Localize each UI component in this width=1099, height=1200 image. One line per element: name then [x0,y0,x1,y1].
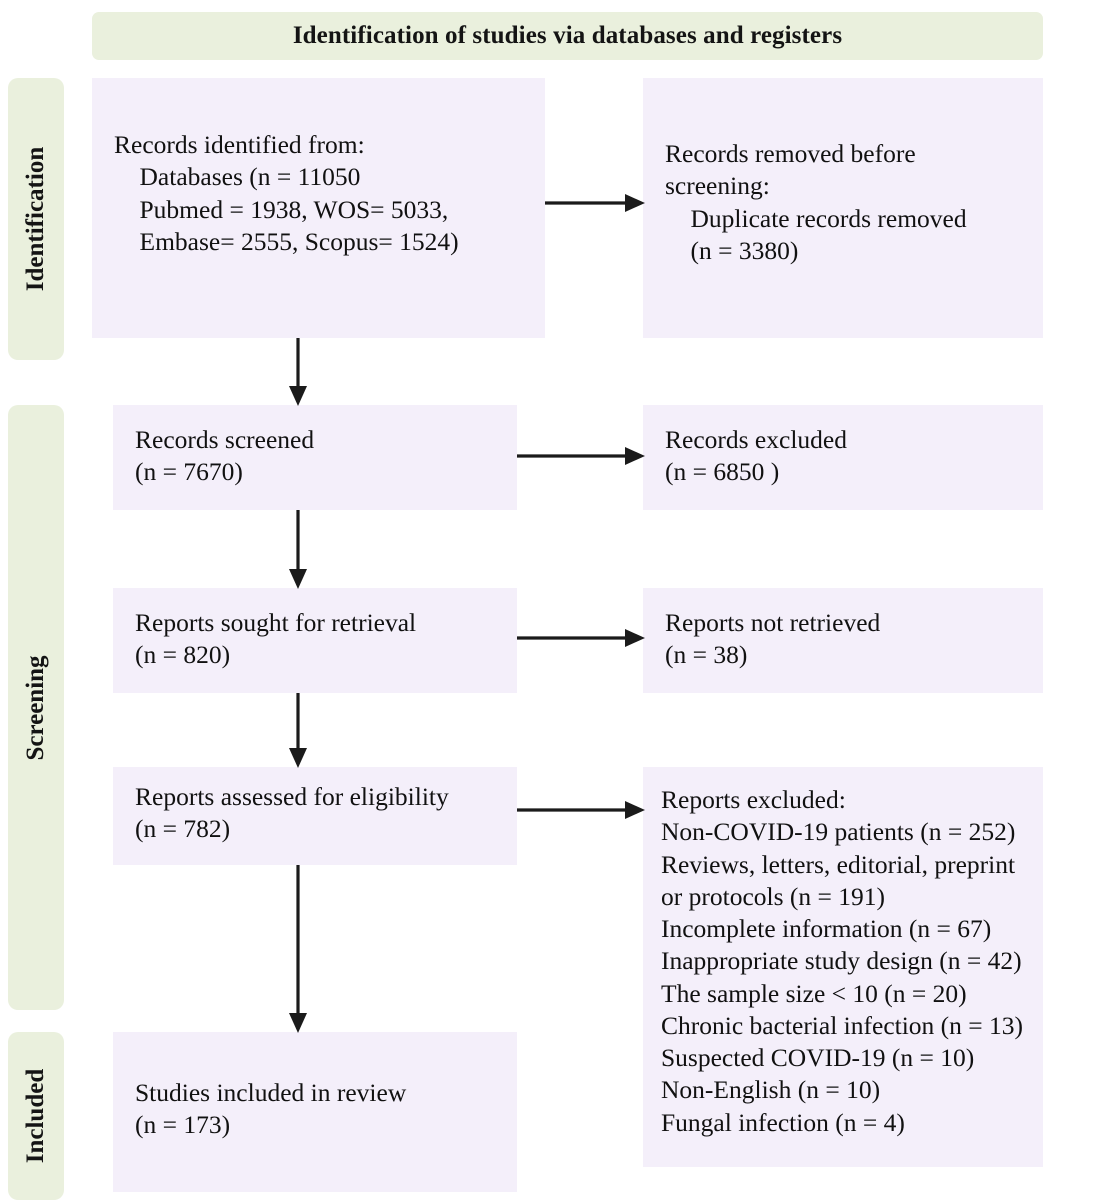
stage-banner-screening: Screening [8,405,64,1010]
box-reports-not-retrieved-text: Reports not retrieved (n = 38) [665,608,881,670]
arrow-right-assessed-to-excluded [517,801,645,819]
box-reports-assessed-for-eligibility: Reports assessed for eligibility (n = 78… [113,767,517,865]
box-records-excluded: Records excluded (n = 6850 ) [643,405,1043,510]
arrow-down-assessed-to-included [289,865,307,1033]
box-reports-sought-text: Reports sought for retrieval (n = 820) [135,608,417,670]
box-studies-included-in-review: Studies included in review (n = 173) [113,1032,517,1192]
stage-banner-included: Included [8,1032,64,1200]
diagram-title: Identification of studies via databases … [92,12,1043,60]
stage-label-identification: Identification [22,146,49,292]
stage-banner-identification: Identification [8,78,64,360]
box-studies-included-text: Studies included in review (n = 173) [135,1078,407,1140]
stage-label-screening: Screening [22,654,49,761]
arrow-right-screened-to-excluded [517,447,645,465]
box-records-removed-text: Records removed before screening: Duplic… [665,139,967,266]
box-records-identified-text: Records identified from: Databases (n = … [114,130,459,257]
box-reports-excluded: Reports excluded: Non-COVID-19 patients … [643,767,1043,1167]
box-records-identified: Records identified from: Databases (n = … [92,78,545,338]
box-records-screened: Records screened (n = 7670) [113,405,517,510]
box-records-removed-before-screening: Records removed before screening: Duplic… [643,78,1043,338]
arrow-down-sought-to-assessed [289,693,307,768]
arrow-down-identified-to-screened [289,338,307,406]
arrow-right-identified-to-removed [545,194,645,212]
box-records-excluded-text: Records excluded (n = 6850 ) [665,425,847,487]
box-reports-not-retrieved: Reports not retrieved (n = 38) [643,588,1043,693]
box-reports-assessed-text: Reports assessed for eligibility (n = 78… [135,782,449,844]
arrow-down-screened-to-sought [289,510,307,589]
stage-label-included: Included [22,1068,49,1164]
box-records-screened-text: Records screened (n = 7670) [135,425,315,487]
box-reports-sought-for-retrieval: Reports sought for retrieval (n = 820) [113,588,517,693]
arrow-right-sought-to-not-retrieved [517,629,645,647]
box-reports-excluded-text: Reports excluded: Non-COVID-19 patients … [661,785,1024,1137]
